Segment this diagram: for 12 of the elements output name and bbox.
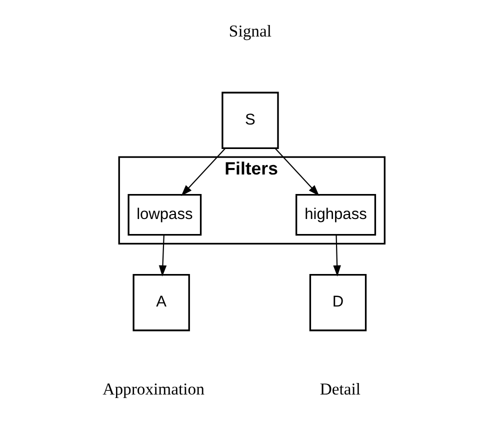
arrow	[180, 148, 226, 196]
node-label: Signal	[228, 22, 272, 40]
node-box: highpass	[295, 194, 376, 236]
node-box: S	[221, 92, 278, 149]
arrow	[158, 234, 166, 276]
node-box: D	[308, 274, 366, 332]
arrow	[274, 148, 319, 196]
node-label: Detail	[319, 379, 360, 398]
node-box: A	[132, 274, 190, 332]
arrow	[332, 234, 340, 276]
node-box: lowpass	[127, 194, 202, 236]
node-label: Approximation	[102, 379, 204, 398]
